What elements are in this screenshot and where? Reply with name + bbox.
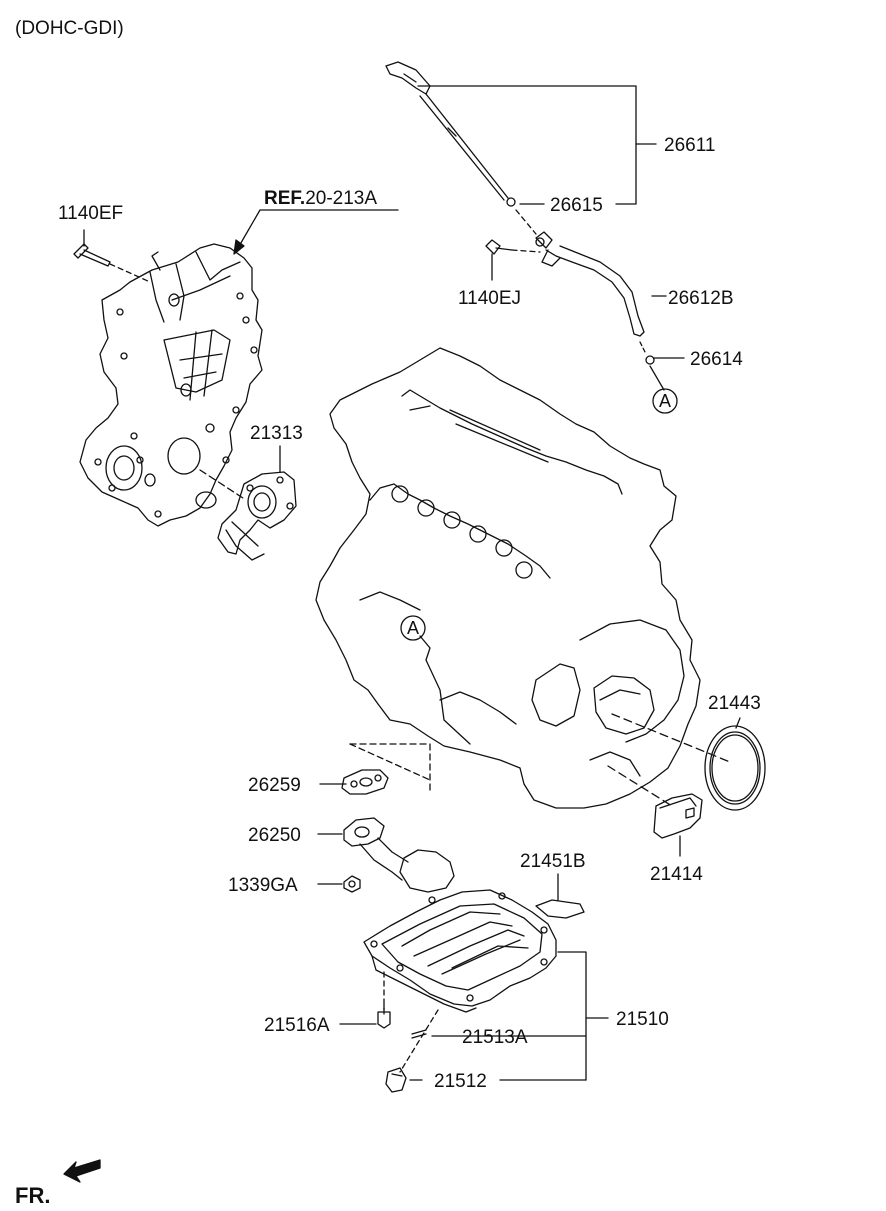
gasket-26259 [342,744,430,794]
part-label-26259: 26259 [248,775,301,796]
oil-dipstick [386,62,536,234]
part-label-26611: 26611 [664,135,716,156]
leader-lines-top [318,86,684,1080]
reference-prefix: REF. [264,188,306,209]
part-label-21414: 21414 [650,864,703,885]
bolt-1140ej [486,240,540,280]
part-label-21510: 21510 [616,1009,669,1030]
bolt-21516a [378,972,390,1028]
ref-leader [234,210,398,254]
reference-label: REF.20-213A [264,188,377,210]
callout-a-circle-engine [401,616,425,640]
part-label-26615: 26615 [550,195,603,216]
part-label-21516a: 21516A [264,1015,330,1036]
oil-pump-21313 [218,446,296,560]
part-label-26612b: 26612B [668,288,734,309]
callout-a-engine: A [406,618,419,638]
oil-strainer-26250 [344,818,454,892]
part-label-21451b: 21451B [520,851,586,872]
sensor-21451b [536,874,584,918]
timing-cover [80,244,262,526]
part-label-21513a: 21513A [462,1027,528,1048]
engine-block [316,348,730,808]
front-direction-arrow [64,1160,100,1182]
part-label-21512: 21512 [434,1071,487,1092]
oil-pan-21510 [364,890,608,1080]
engine-variant-header: (DOHC-GDI) [15,18,124,39]
reference-code: 20-213A [305,188,378,209]
part-label-1339ga: 1339GA [228,875,298,896]
drain-plug [386,1010,586,1092]
callout-a-top: A [658,391,671,411]
nut-1339ga [344,876,360,892]
part-label-21313: 21313 [250,423,303,444]
part-label-1140ej: 1140EJ [458,288,522,309]
front-direction-label: FR. [15,1183,51,1208]
part-label-26250: 26250 [248,825,301,846]
callout-a-circle-top [653,389,677,413]
dipstick-tube [536,232,654,364]
part-label-1140ef: 1140EF [58,203,124,224]
rear-oil-seal [705,718,765,810]
part-label-26614: 26614 [690,349,743,370]
seal-cover-21414 [654,794,702,856]
bolt-1140ef [74,230,150,282]
part-label-21443: 21443 [708,693,761,714]
